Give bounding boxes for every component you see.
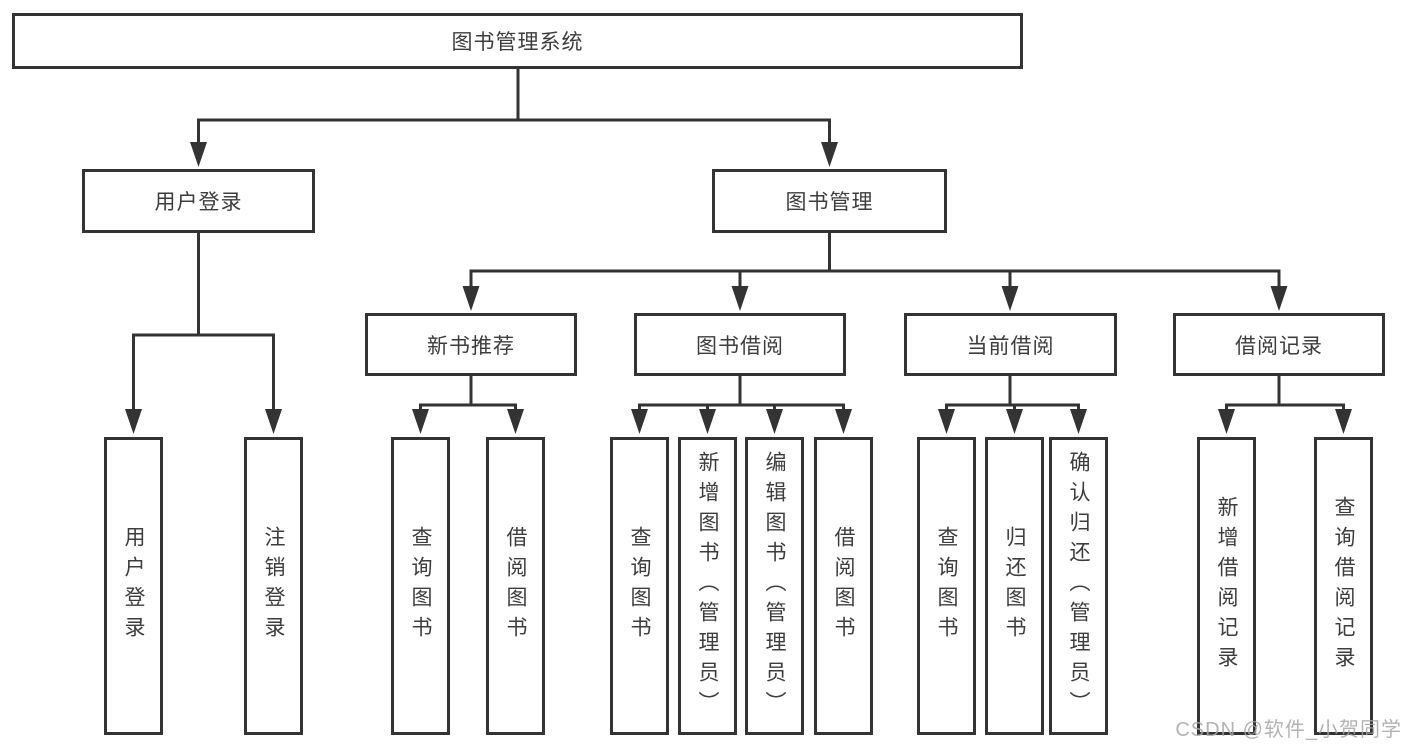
- node-leaf-user-login: 用户登录: [104, 437, 163, 735]
- node-label: 图书管理系统: [451, 31, 584, 54]
- node-label: 注销登录: [262, 526, 285, 646]
- node-leaf-borrow-query-books: 查询图书: [610, 437, 669, 735]
- node-label: 图书管理: [785, 191, 874, 214]
- node-leaf-logout: 注销登录: [244, 437, 303, 735]
- node-leaf-records-query-record: 查询借阅记录: [1314, 437, 1373, 735]
- node-label: 借阅记录: [1235, 334, 1323, 358]
- node-label: 查询图书: [409, 526, 432, 646]
- node-leaf-records-add-record: 新增借阅记录: [1197, 437, 1256, 735]
- csdn-watermark: CSDN @软件_小贺同学: [1175, 719, 1402, 741]
- node-label: 新书推荐: [427, 334, 515, 358]
- node-new-book-recommend: 新书推荐: [365, 313, 577, 376]
- node-label: 新增图书（管理员）: [696, 451, 719, 721]
- node-label: 查询图书: [628, 526, 651, 646]
- node-label: 当前借阅: [966, 334, 1055, 358]
- node-label: 用户登录: [122, 526, 145, 646]
- node-leaf-borrow-edit-books-admin: 编辑图书（管理员）: [745, 437, 804, 735]
- node-label: 查询借阅记录: [1332, 496, 1355, 676]
- node-label: 借阅图书: [504, 526, 527, 646]
- node-leaf-recommend-query-books: 查询图书: [391, 437, 450, 735]
- node-label: 查询图书: [935, 526, 958, 646]
- node-label: 图书借阅: [696, 334, 784, 358]
- node-label: 用户登录: [154, 191, 243, 214]
- node-label: 借阅图书: [832, 526, 855, 646]
- node-leaf-current-return-books: 归还图书: [985, 437, 1044, 735]
- node-leaf-borrow-borrow-books: 借阅图书: [814, 437, 873, 735]
- node-book-management-system: 图书管理系统: [12, 13, 1023, 69]
- node-label: 新增借阅记录: [1215, 496, 1238, 676]
- node-leaf-recommend-borrow-books: 借阅图书: [486, 437, 545, 735]
- node-label: 编辑图书（管理员）: [763, 451, 786, 721]
- node-leaf-borrow-add-books-admin: 新增图书（管理员）: [678, 437, 737, 735]
- node-user-login: 用户登录: [82, 169, 315, 233]
- node-leaf-current-query-books: 查询图书: [917, 437, 976, 735]
- node-borrow-records: 借阅记录: [1173, 313, 1385, 376]
- node-current-borrow: 当前借阅: [904, 313, 1117, 376]
- node-label: 归还图书: [1003, 526, 1026, 646]
- node-label: 确认归还（管理员）: [1067, 451, 1090, 721]
- node-book-borrow: 图书借阅: [634, 313, 846, 376]
- node-book-management: 图书管理: [712, 169, 947, 233]
- node-leaf-current-confirm-return-admin: 确认归还（管理员）: [1049, 437, 1108, 735]
